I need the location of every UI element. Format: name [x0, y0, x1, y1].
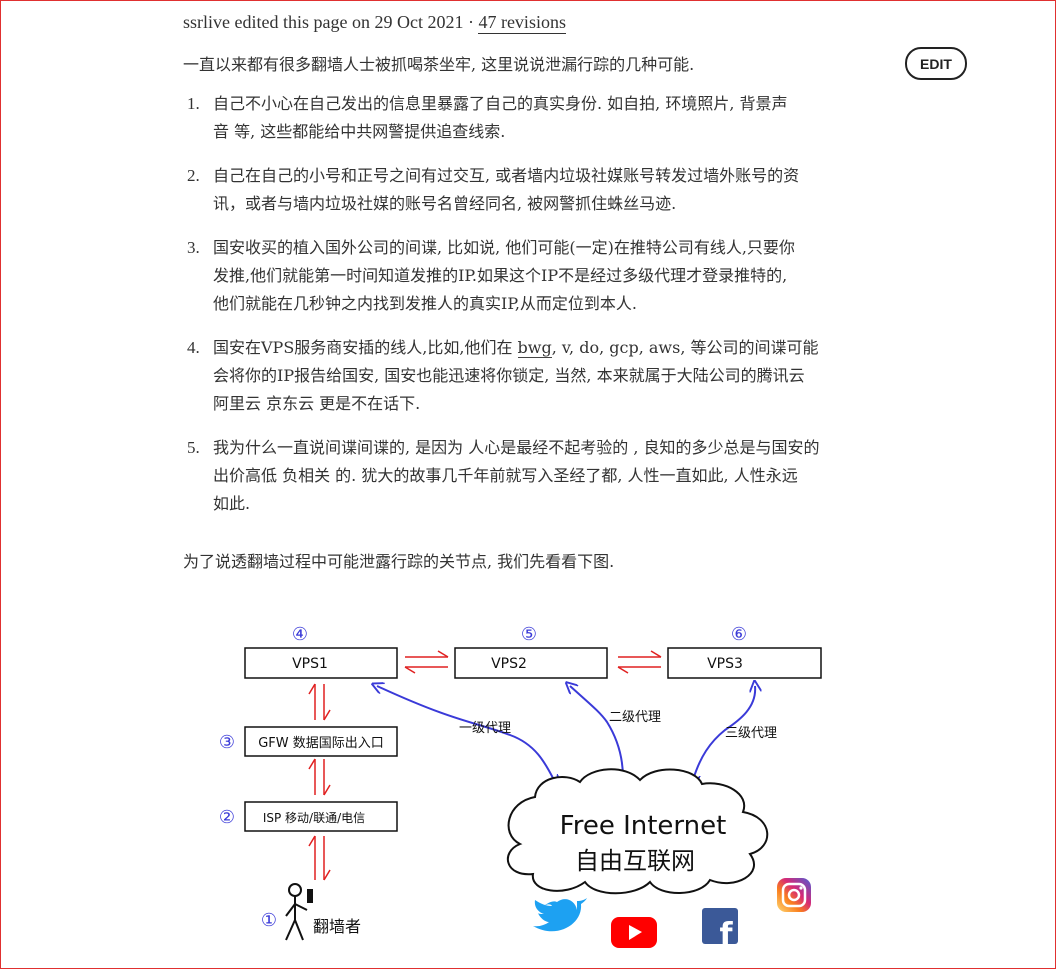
free-internet-cloud: Free Internet 自由互联网 [506, 768, 769, 895]
revisions-link[interactable]: 47 revisions [478, 12, 566, 34]
person-icon [285, 883, 313, 941]
vps3-label: VPS3 [707, 656, 743, 672]
list-number: 4. [187, 338, 200, 357]
list-text-line: 阿里云 京东云 更是不在话下. [213, 394, 421, 413]
page-meta: ssrlive edited this page on 29 Oct 2021 … [183, 12, 566, 34]
circle-number-3: ③ [219, 732, 235, 753]
list-item: 4. 国安在VPS服务商安插的线人,比如,他们在 bwg, v, do, gcp… [183, 334, 873, 418]
list-number: 1. [187, 94, 200, 113]
list-text-line: 我为什么一直说间谍间谍的, 是因为 人心是最经不起考验的 , 良知的多少总是与国… [213, 438, 820, 457]
list-text-line: 国安收买的植入国外公司的间谍, 比如说, 他们可能(一定)在推特公司有线人,只要… [213, 238, 795, 257]
red-arrow-vps2-vps3 [617, 650, 662, 674]
list-text-line: 他们就能在几秒钟之内找到发推人的真实IP,从而定位到本人. [213, 294, 638, 313]
list-item: 1. 自己不小心在自己发出的信息里暴露了自己的真实身份. 如自拍, 环境照片, … [183, 90, 873, 146]
youtube-icon [611, 917, 657, 948]
cloud-chinese-label: 自由互联网 [575, 847, 695, 875]
proxy1-arrow [377, 686, 555, 782]
circle-number-6: ⑥ [731, 624, 747, 645]
isp-label: ISP 移动/联通/电信 [263, 811, 365, 825]
list-text-line: 出价高低 负相关 的. 犹大的故事几千年前就写入圣经了都, 人性一直如此, 人性… [213, 466, 798, 485]
red-arrow-vps1-gfw [308, 683, 331, 721]
gfw-box: GFW 数据国际出入口 [244, 726, 398, 757]
vps2-box: VPS2 [454, 647, 608, 679]
list-text-segment: , v, do, gcp, aws, 等公司的间谍可能 [551, 338, 819, 357]
gfw-label: GFW 数据国际出入口 [258, 736, 384, 751]
isp-box: ISP 移动/联通/电信 [244, 801, 398, 832]
vps1-box: VPS1 [244, 647, 398, 679]
circle-number-2: ② [219, 807, 235, 828]
list-text-line: 自己在自己的小号和正号之间有过交互, 或者墙内垃圾社媒账号转发过墙外账号的资 [213, 166, 800, 185]
bwg-link[interactable]: bwg [517, 338, 552, 358]
circle-number-1: ① [261, 910, 277, 931]
list-item: 2. 自己在自己的小号和正号之间有过交互, 或者墙内垃圾社媒账号转发过墙外账号的… [183, 162, 873, 218]
author-name: ssrlive [183, 12, 230, 32]
edited-text: edited this page on 29 Oct 2021 · [234, 12, 474, 32]
instagram-icon [777, 878, 811, 912]
list-text-line: 讯，或者与墙内垃圾社媒的账号名曾经同名, 被网警抓住蛛丝马迹. [213, 194, 677, 213]
proxy2-arrow [570, 686, 623, 778]
reasons-list: 1. 自己不小心在自己发出的信息里暴露了自己的真实身份. 如自拍, 环境照片, … [183, 90, 873, 534]
proxy3-arrow [693, 686, 755, 780]
list-text-line: 如此. [213, 494, 251, 513]
facebook-glyph: f [719, 917, 733, 952]
list-text-line: 音 等, 这些都能给中共网警提供追查线索. [213, 122, 506, 141]
list-text-segment: 国安在VPS服务商安插的线人,比如,他们在 [213, 338, 518, 357]
facebook-icon: f [702, 908, 738, 952]
red-arrow-gfw-isp [308, 758, 331, 796]
list-number: 3. [187, 238, 200, 257]
twitter-icon [533, 898, 587, 932]
red-arrow-vps1-vps2 [404, 650, 449, 674]
proxy3-label: 三级代理 [725, 726, 777, 741]
list-text-line: 自己不小心在自己发出的信息里暴露了自己的真实身份. 如自拍, 环境照片, 背景声 [213, 94, 788, 113]
cloud-english-label: Free Internet [560, 811, 727, 841]
list-item: 3. 国安收买的植入国外公司的间谍, 比如说, 他们可能(一定)在推特公司有线人… [183, 234, 873, 318]
vps2-label: VPS2 [491, 656, 527, 672]
intro-paragraph: 一直以来都有很多翻墙人士被抓喝茶坐牢, 这里说说泄漏行踪的几种可能. [183, 55, 695, 74]
vps3-box: VPS3 [667, 647, 822, 679]
user-label: 翻墙者 [313, 917, 361, 936]
red-arrow-isp-user [308, 835, 331, 881]
list-text-line: 会将你的IP报告给国安, 国安也能迅速将你锁定, 当然, 本来就属于大陆公司的腾… [213, 366, 805, 385]
circle-number-4: ④ [292, 624, 308, 645]
list-number: 2. [187, 166, 200, 185]
proxy2-label: 二级代理 [609, 710, 661, 725]
list-text-line: 发推,他们就能第一时间知道发推的IP.如果这个IP不是经过多级代理才登录推特的, [213, 266, 788, 285]
vps1-label: VPS1 [292, 656, 328, 672]
circle-number-5: ⑤ [521, 624, 537, 645]
outro-paragraph: 为了说透翻墙过程中可能泄露行踪的关节点, 我们先看看下图. [183, 552, 615, 571]
list-number: 5. [187, 438, 200, 457]
proxy1-label: 一级代理 [459, 721, 511, 736]
proxy-diagram: ④ ⑤ ⑥ ③ ② ① VPS1 VPS2 VPS3 GFW 数据国际出入 [219, 624, 822, 952]
list-item: 5. 我为什么一直说间谍间谍的, 是因为 人心是最经不起考验的 , 良知的多少总… [183, 434, 873, 518]
edit-button[interactable]: EDIT [905, 47, 967, 80]
